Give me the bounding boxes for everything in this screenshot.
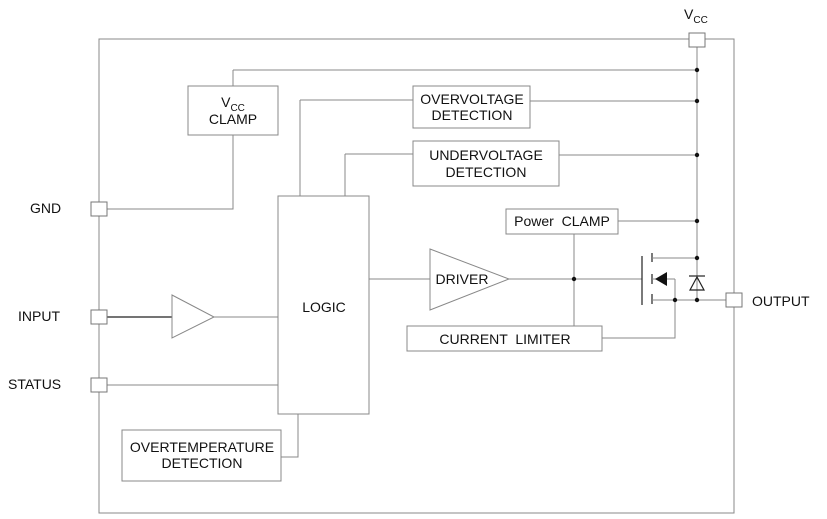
current-limiter-block: [406, 325, 603, 352]
package-outline: [98, 38, 735, 514]
junction-dots: [571, 67, 700, 303]
input-pin: [90, 309, 108, 325]
gnd-pin: [90, 201, 108, 217]
body-diode: [688, 275, 706, 300]
vcc-clamp-label: VCC: [221, 94, 245, 114]
vcc-clamp-label-line2: CLAMP: [209, 111, 257, 127]
overtemperature-line1: OVERTEMPERATURE: [130, 439, 274, 455]
overtemperature-block: [121, 429, 282, 482]
vcc-rail: [232, 47, 698, 280]
logic-block: [277, 195, 370, 415]
undervoltage-line2: DETECTION: [446, 164, 527, 180]
vcc-pin-label: VCC: [684, 6, 708, 26]
status-pin-label: STATUS: [8, 376, 61, 392]
logic-label: LOGIC: [302, 299, 346, 315]
overvoltage-block: [412, 85, 531, 129]
output-mosfet: [641, 253, 697, 305]
overtemperature-line2: DETECTION: [162, 455, 243, 471]
gnd-pin-label: GND: [30, 200, 61, 216]
input-buffer: [171, 294, 216, 339]
vcc-pin: [688, 32, 706, 48]
output-pin: [725, 292, 743, 308]
current-limiter-label: CURRENT LIMITER: [439, 331, 570, 347]
status-pin: [90, 377, 108, 393]
gnd-wire: [107, 135, 234, 210]
output-pin-label: OUTPUT: [752, 293, 810, 309]
power-clamp-label: Power CLAMP: [514, 213, 610, 229]
undervoltage-block: [412, 140, 560, 187]
overvoltage-line1: OVERVOLTAGE: [420, 91, 523, 107]
vcc-clamp-block: [187, 85, 279, 136]
power-clamp-block: [505, 208, 619, 235]
driver-label: DRIVER: [436, 271, 489, 287]
input-pin-label: INPUT: [18, 308, 60, 324]
overvoltage-line2: DETECTION: [432, 107, 513, 123]
undervoltage-line1: UNDERVOLTAGE: [429, 147, 543, 163]
driver-block: [429, 248, 511, 311]
